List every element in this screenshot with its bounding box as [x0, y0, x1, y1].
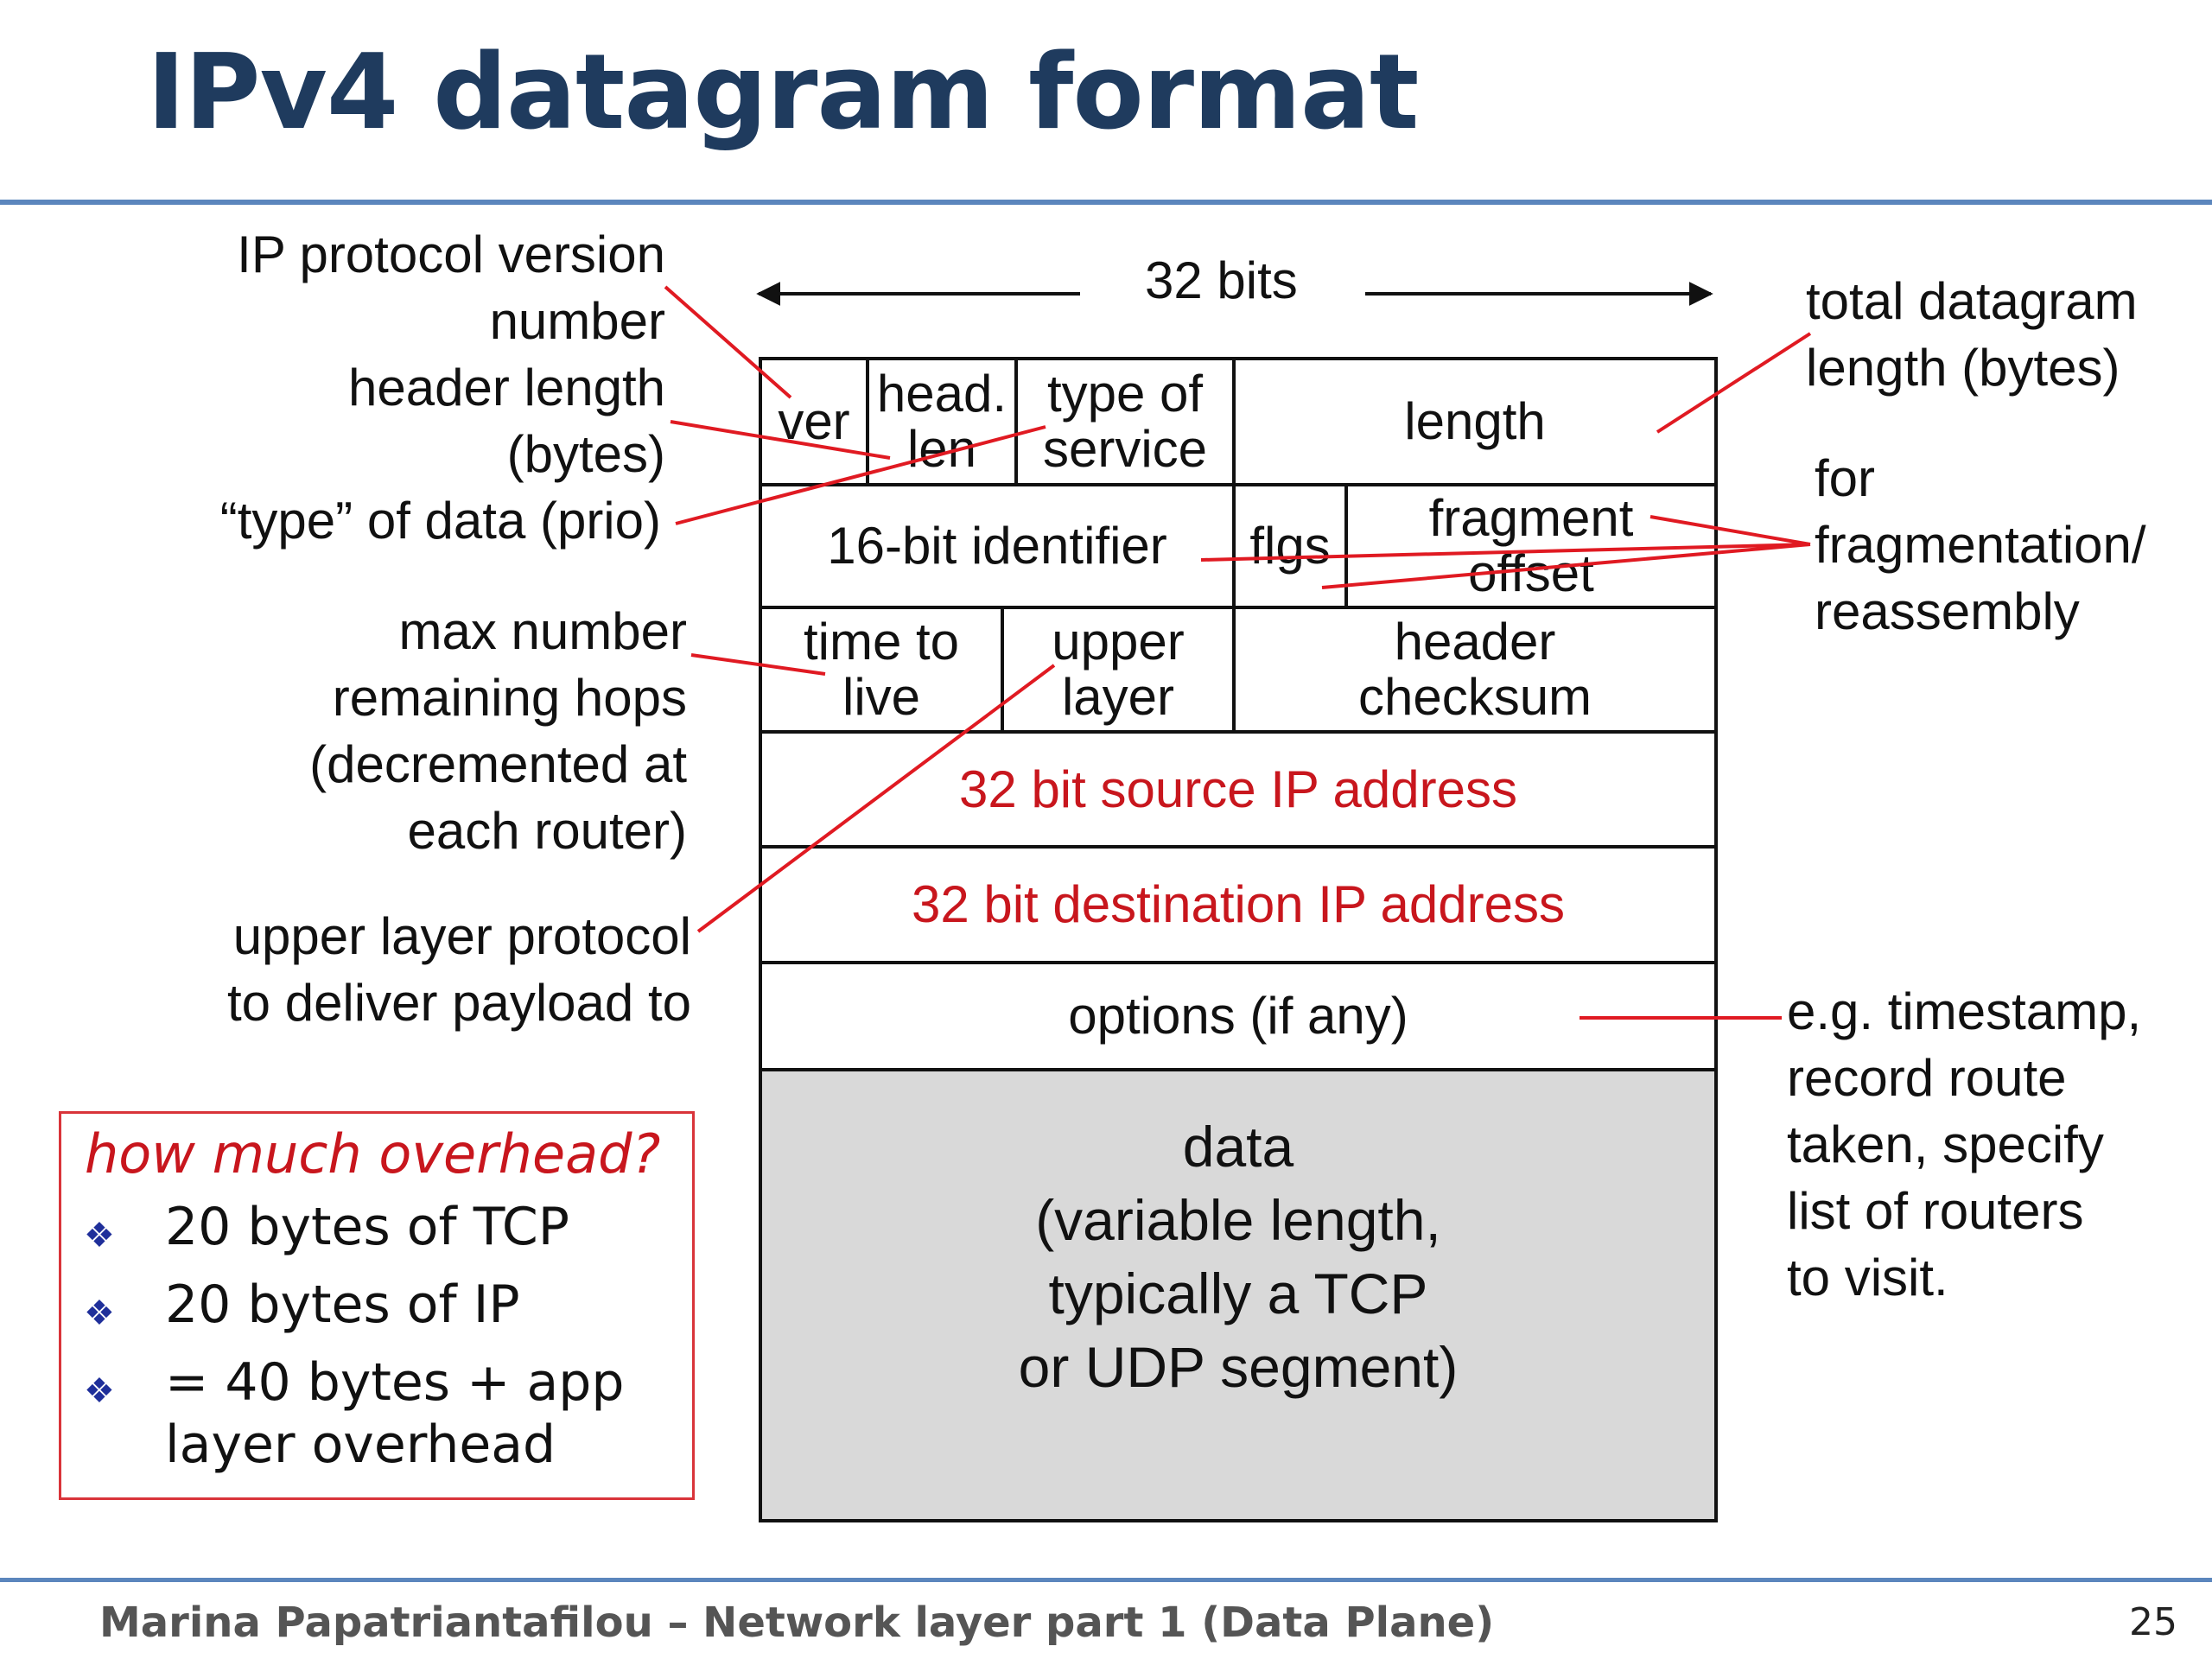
connector-total-length: [1656, 332, 1812, 434]
annotation-upper-layer: upper layer protocol to deliver payload …: [226, 907, 691, 1032]
connector-frag-to-offset-bottom: [1321, 543, 1811, 589]
width-label: 32 bits: [1145, 251, 1298, 309]
overhead-question: how much overhead?: [85, 1122, 661, 1185]
overhead-item-total: = 40 bytes + app layer overhead: [165, 1352, 625, 1475]
connector-type-of-data: [675, 425, 1046, 525]
annotation-version: IP protocol version number: [237, 226, 665, 350]
field-upper-layer: upper layer: [1001, 606, 1236, 734]
footer-divider: [0, 1578, 2212, 1582]
overhead-box: how much overhead? ❖ 20 bytes of TCP ❖ 2…: [59, 1111, 695, 1500]
overhead-item-tcp: 20 bytes of TCP: [165, 1197, 569, 1257]
annotation-fragmentation: for fragmentation/ reassembly: [1815, 449, 2146, 640]
field-identifier: 16-bit identifier: [759, 483, 1236, 609]
connector-header-length: [670, 420, 891, 460]
annotation-ttl: max number remaining hops (decremented a…: [309, 602, 687, 860]
field-options: options (if any): [759, 961, 1718, 1071]
connector-ttl: [690, 653, 826, 676]
title-divider: [0, 200, 2212, 205]
field-header-length: head. len: [866, 357, 1018, 486]
annotation-total-length: total datagram length (bytes): [1806, 272, 2138, 397]
annotation-header-length: header length (bytes): [348, 359, 665, 483]
annotation-type-of-data: “type” of data (prio): [219, 492, 661, 550]
connector-frag-to-offset-top: [1649, 515, 1811, 546]
field-total-length: length: [1232, 357, 1718, 486]
page-number: 25: [2129, 1600, 2177, 1644]
connector-version: [664, 285, 792, 399]
field-type-of-service: type of service: [1014, 357, 1236, 486]
field-source-address: 32 bit source IP address: [759, 730, 1718, 849]
footer-text: Marina Papatriantafilou – Network layer …: [99, 1599, 1495, 1647]
overhead-item-ip: 20 bytes of IP: [165, 1274, 520, 1335]
field-data: data (variable length, typically a TCP o…: [759, 1068, 1718, 1522]
bullet-icon: ❖: [84, 1372, 115, 1410]
field-checksum: header checksum: [1232, 606, 1718, 734]
slide-title: IPv4 datagram format: [147, 33, 1419, 153]
annotation-options: e.g. timestamp, record route taken, spec…: [1787, 982, 2142, 1306]
connector-upper-layer: [696, 664, 1056, 933]
connector-frag-to-identifier: [1200, 543, 1811, 562]
bullet-icon: ❖: [84, 1294, 115, 1332]
bullet-icon: ❖: [84, 1217, 115, 1255]
